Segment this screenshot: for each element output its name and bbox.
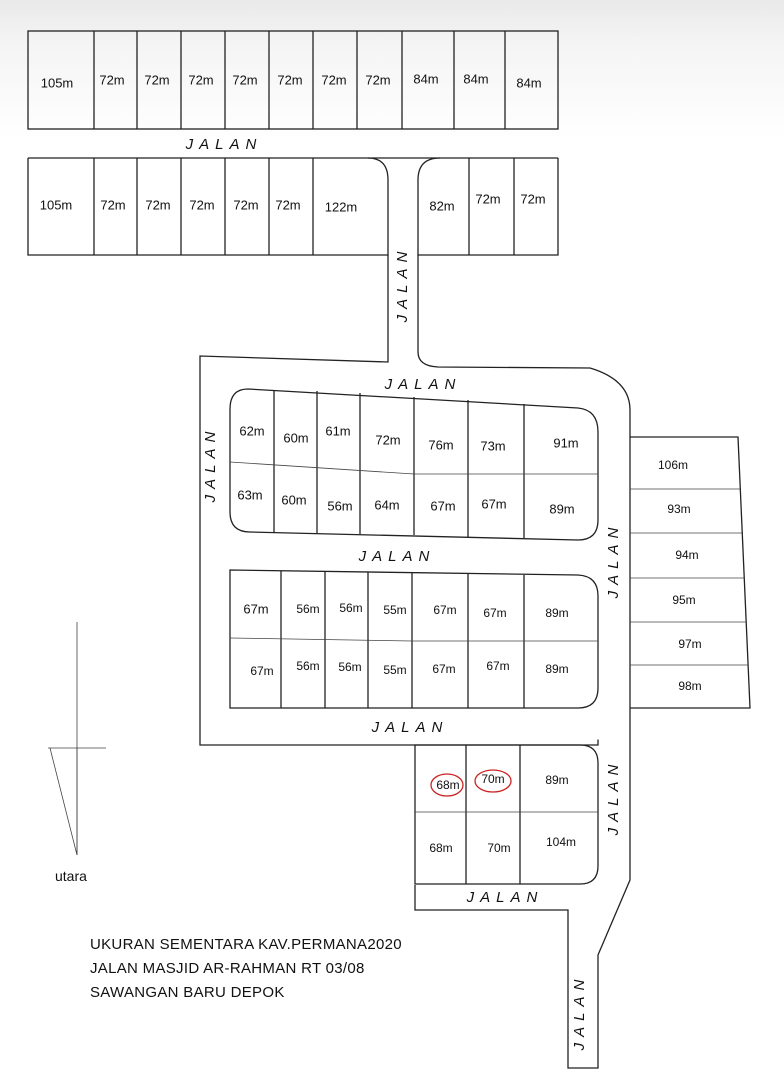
road-label: JALAN	[571, 974, 588, 1052]
lot-label: 72m	[365, 72, 390, 87]
lot-label: 56m	[339, 601, 362, 615]
highlight-circle	[474, 769, 512, 793]
lot-label: 68m	[429, 841, 452, 855]
road-label: JALAN	[185, 136, 263, 153]
lot-label: 98m	[678, 679, 701, 693]
lot-label: 84m	[516, 75, 541, 90]
lot-label: 72m	[145, 197, 170, 212]
lot-label: 60m	[283, 430, 308, 445]
lot-label: 105m	[40, 197, 73, 212]
lot-label: 72m	[100, 197, 125, 212]
lot-label: 72m	[321, 72, 346, 87]
lot-label: 91m	[553, 435, 578, 450]
block-c	[229, 569, 599, 709]
lot-label: 72m	[188, 72, 213, 87]
lot-label: 56m	[296, 659, 319, 673]
lot-label: 105m	[41, 75, 74, 90]
lot-label: 122m	[325, 199, 358, 214]
lot-label: 56m	[327, 498, 352, 513]
block-row1	[27, 30, 559, 130]
lot-label: 56m	[296, 602, 319, 616]
caption-line: SAWANGAN BARU DEPOK	[90, 984, 285, 1001]
lot-label: 67m	[483, 606, 506, 620]
road-boundary	[199, 255, 631, 1069]
highlight-circle	[430, 773, 464, 797]
lot-label: 70m	[487, 841, 510, 855]
lot-label: 93m	[667, 502, 690, 516]
block-row2-right	[417, 157, 559, 256]
road-label: JALAN	[371, 719, 449, 736]
lot-label: 72m	[275, 197, 300, 212]
lot-label: 68m	[436, 778, 459, 792]
lot-label: 97m	[678, 637, 701, 651]
caption: UKURAN SEMENTARA KAV.PERMANA2020 JALAN M…	[90, 933, 402, 1005]
lot-label: 72m	[233, 197, 258, 212]
caption-line: JALAN MASJID AR-RAHMAN RT 03/08	[90, 960, 365, 977]
lot-label: 67m	[250, 664, 273, 678]
lot-label: 72m	[232, 72, 257, 87]
lot-label: 55m	[383, 603, 406, 617]
north-label: utara	[55, 868, 87, 884]
lot-label: 61m	[325, 423, 350, 438]
lot-label: 72m	[277, 72, 302, 87]
lot-label: 60m	[281, 492, 306, 507]
lot-label: 94m	[675, 548, 698, 562]
caption-line: UKURAN SEMENTARA KAV.PERMANA2020	[90, 936, 402, 953]
lot-label: 95m	[672, 593, 695, 607]
lot-label: 55m	[383, 663, 406, 677]
lot-label: 67m	[433, 603, 456, 617]
road-label: JALAN	[605, 759, 622, 837]
lot-label: 67m	[243, 601, 268, 616]
lot-label: 84m	[413, 71, 438, 86]
lot-label: 89m	[545, 773, 568, 787]
lot-label: 82m	[429, 198, 454, 213]
lot-label: 56m	[338, 660, 361, 674]
lot-label: 64m	[374, 497, 399, 512]
road-label: JALAN	[202, 426, 219, 504]
road-label: JALAN	[466, 889, 544, 906]
lot-label: 84m	[463, 71, 488, 86]
lot-label: 76m	[428, 437, 453, 452]
block-b	[229, 388, 599, 541]
road-label: JALAN	[605, 522, 622, 600]
north-arrow-icon	[48, 622, 106, 856]
lot-label: 72m	[475, 191, 500, 206]
lot-label: 67m	[486, 659, 509, 673]
lot-label: 67m	[432, 662, 455, 676]
lot-label: 73m	[480, 438, 505, 453]
block-row2-left	[27, 157, 389, 256]
block-d	[414, 744, 599, 885]
block-e	[630, 436, 751, 709]
lot-label: 72m	[189, 197, 214, 212]
lot-label: 63m	[237, 487, 262, 502]
lot-label: 70m	[481, 772, 504, 786]
lot-label: 89m	[549, 501, 574, 516]
road-label: JALAN	[384, 376, 462, 393]
lot-label: 72m	[99, 72, 124, 87]
lot-label: 67m	[430, 498, 455, 513]
lot-label: 104m	[546, 835, 576, 849]
lot-label: 89m	[545, 606, 568, 620]
road-label: JALAN	[394, 246, 411, 324]
lot-label: 72m	[375, 432, 400, 447]
lot-label: 72m	[520, 191, 545, 206]
road-label: JALAN	[358, 548, 436, 565]
lot-label: 72m	[144, 72, 169, 87]
lot-label: 106m	[658, 458, 688, 472]
lot-label: 67m	[481, 496, 506, 511]
lot-label: 89m	[545, 662, 568, 676]
lot-label: 62m	[239, 423, 264, 438]
